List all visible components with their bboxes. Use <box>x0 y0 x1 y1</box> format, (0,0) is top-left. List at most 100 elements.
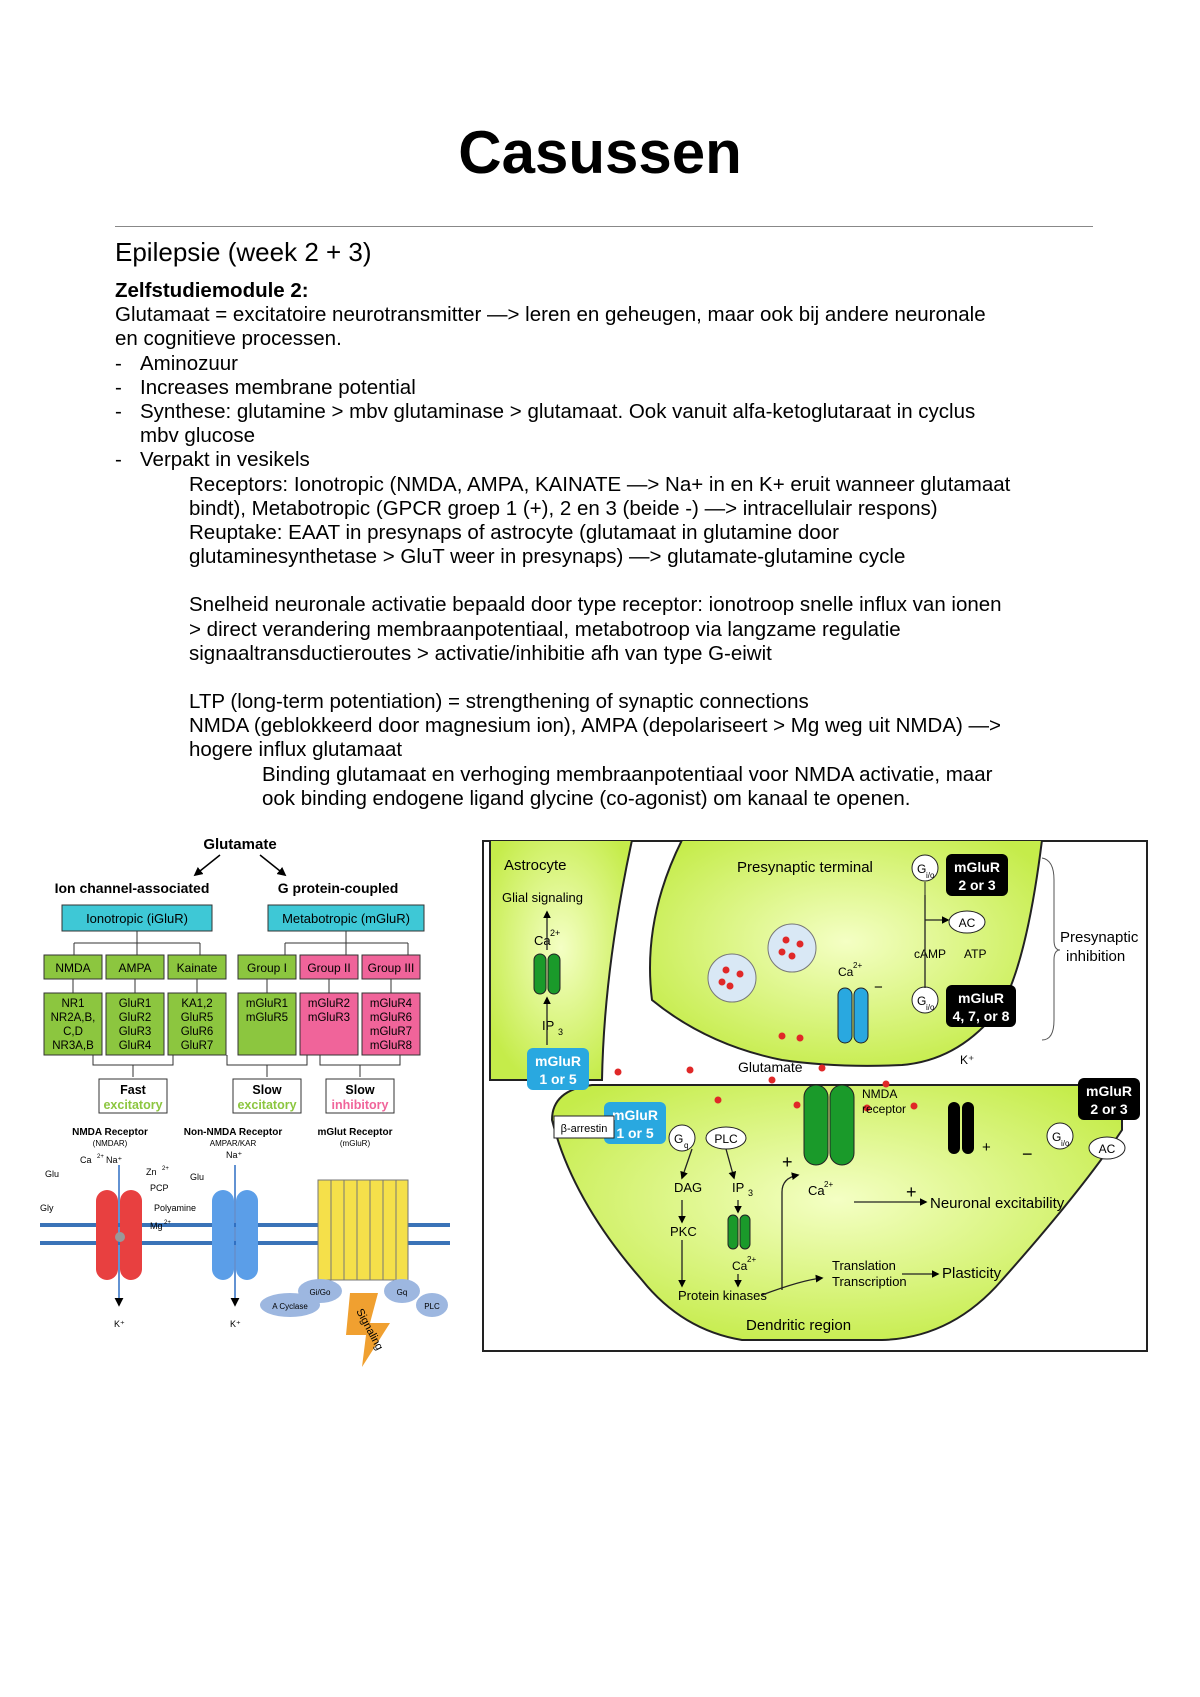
nmda-receptor-illustration <box>96 1165 142 1307</box>
group-box <box>167 954 227 980</box>
svg-text:Ca: Ca <box>732 1259 748 1273</box>
mglur-illustration <box>260 1179 448 1367</box>
svg-text:3: 3 <box>748 1188 753 1198</box>
receptor-title: NMDA Receptor <box>72 1127 148 1138</box>
speed-box <box>98 1078 168 1114</box>
subunit-label: GluR2 <box>119 1012 152 1024</box>
receptors-block: Receptors: Ionotropic (NMDA, AMPA, KAINA… <box>115 473 1105 763</box>
subunit-box <box>361 992 421 1056</box>
svg-text:IP: IP <box>542 1018 554 1033</box>
subunit-label: GluR5 <box>181 1012 214 1024</box>
svg-text:Astrocyte: Astrocyte <box>504 857 567 874</box>
subunit-box <box>105 992 165 1056</box>
text-line: > direct verandering membraanpotentiaal,… <box>189 617 901 641</box>
svg-text:2+: 2+ <box>550 928 560 938</box>
subunit-box <box>237 992 297 1056</box>
svg-text:2+: 2+ <box>164 1220 171 1226</box>
text-line: Reuptake: EAAT in presynaps of astrocyte… <box>189 521 839 545</box>
svg-text:Mg: Mg <box>150 1221 163 1231</box>
svg-text:mGluR: mGluR <box>954 859 1000 875</box>
svg-text:Neuronal excitability: Neuronal excitability <box>930 1195 1065 1212</box>
svg-text:i/o: i/o <box>926 871 935 880</box>
svg-text:Glutamate: Glutamate <box>738 1059 803 1075</box>
subunit-label: GluR4 <box>119 1040 152 1052</box>
svg-text:β-arrestin: β-arrestin <box>561 1123 608 1135</box>
class-label: Ionotropic (iGluR) <box>86 911 188 926</box>
class-box <box>267 904 425 932</box>
class-label: Metabotropic (mGluR) <box>282 911 410 926</box>
svg-text:AC: AC <box>959 916 976 930</box>
svg-text:3: 3 <box>558 1027 563 1037</box>
svg-text:+: + <box>982 1139 991 1156</box>
group-label: Group III <box>368 961 415 975</box>
svg-text:i/o: i/o <box>926 1003 935 1012</box>
svg-text:Ca: Ca <box>808 1183 825 1198</box>
svg-text:Na⁺: Na⁺ <box>226 1150 243 1160</box>
svg-text:2+: 2+ <box>824 1180 833 1189</box>
text-line: glutaminesynthetase > GluT weer in presy… <box>189 545 906 569</box>
svg-text:2 or 3: 2 or 3 <box>1090 1101 1128 1117</box>
svg-text:A Cyclase: A Cyclase <box>272 1302 308 1311</box>
text-line: bindt), Metabotropic (GPCR groep 1 (+), … <box>189 496 938 520</box>
text-line: hogere influx glutamaat <box>189 738 403 762</box>
text-line: Binding glutamaat en verhoging membraanp… <box>262 762 993 786</box>
svg-text:PLC: PLC <box>714 1132 738 1146</box>
subunit-label: mGluR7 <box>370 1026 412 1038</box>
svg-text:K⁺: K⁺ <box>230 1319 241 1329</box>
subunit-label: mGluR5 <box>246 1012 288 1024</box>
speed-type: excitatory <box>237 1098 296 1112</box>
receptor-title: Non-NMDA Receptor <box>184 1127 283 1138</box>
bullet-item: Increases membrane potential <box>115 376 1105 400</box>
group-box <box>361 954 421 980</box>
svg-text:Na⁺: Na⁺ <box>106 1155 123 1165</box>
speed-label: Fast <box>120 1083 147 1097</box>
svg-text:PLC: PLC <box>424 1302 440 1311</box>
svg-text:Ca: Ca <box>80 1155 92 1165</box>
svg-text:Glu: Glu <box>190 1172 204 1182</box>
svg-text:mGluR: mGluR <box>958 990 1004 1006</box>
speed-label: Slow <box>345 1083 374 1097</box>
svg-text:AC: AC <box>1099 1142 1116 1156</box>
svg-text:Zn: Zn <box>146 1167 157 1177</box>
receptor-subtitle: (mGluR) <box>340 1139 371 1148</box>
title-divider <box>115 226 1093 227</box>
svg-text:Gi/Go: Gi/Go <box>310 1288 331 1297</box>
text-line: LTP (long-term potentiation) = strengthe… <box>189 690 809 714</box>
notes-body: Zelfstudiemodule 2: Glutamaat = excitato… <box>115 279 1105 811</box>
receptor-subtitle: (NMDAR) <box>93 1139 128 1148</box>
subunit-label: GluR3 <box>119 1026 152 1038</box>
svg-text:1 or 5: 1 or 5 <box>539 1071 577 1087</box>
svg-text:Glial signaling: Glial signaling <box>502 890 583 905</box>
svg-text:2+: 2+ <box>162 1166 169 1172</box>
section-heading: Epilepsie (week 2 + 3) <box>115 237 372 267</box>
svg-text:G: G <box>1052 1130 1061 1144</box>
root-label: Glutamate <box>203 836 276 853</box>
subunit-label: NR1 <box>61 998 84 1010</box>
svg-text:Plasticity: Plasticity <box>942 1265 1002 1282</box>
svg-text:Presynaptic terminal: Presynaptic terminal <box>737 859 873 876</box>
subunit-label: mGluR2 <box>308 998 350 1010</box>
svg-text:Gq: Gq <box>397 1288 408 1297</box>
svg-text:2+: 2+ <box>747 1255 756 1264</box>
subunit-label: NR3A,B <box>52 1040 94 1052</box>
glycine-block: Binding glutamaat en verhoging membraanp… <box>115 763 1105 811</box>
text-line: NMDA (geblokkeerd door magnesium ion), A… <box>189 714 1001 738</box>
presynaptic-terminal-shape <box>649 840 1044 1067</box>
subunit-label: GluR1 <box>119 998 152 1010</box>
group-label: NMDA <box>55 961 90 975</box>
svg-text:−: − <box>1022 1144 1033 1164</box>
speed-type: excitatory <box>103 1098 162 1112</box>
subunit-label: mGluR3 <box>308 1012 350 1024</box>
branch-label: G protein-coupled <box>278 880 399 896</box>
svg-text:mGluR: mGluR <box>535 1053 581 1069</box>
svg-text:IP: IP <box>732 1180 744 1195</box>
module-heading: Zelfstudiemodule 2: <box>115 279 309 302</box>
page-title: Casussen <box>458 119 742 186</box>
svg-text:cAMP: cAMP <box>914 947 946 961</box>
subunit-label: C,D <box>63 1026 83 1038</box>
receptor-classification-figure: Glutamate Ion channel-associated G prote… <box>40 835 460 1375</box>
subunit-label: NR2A,B, <box>51 1012 96 1024</box>
intro-line: Glutamaat = excitatoire neurotransmitter… <box>115 303 986 327</box>
svg-text:Ca: Ca <box>838 965 854 979</box>
